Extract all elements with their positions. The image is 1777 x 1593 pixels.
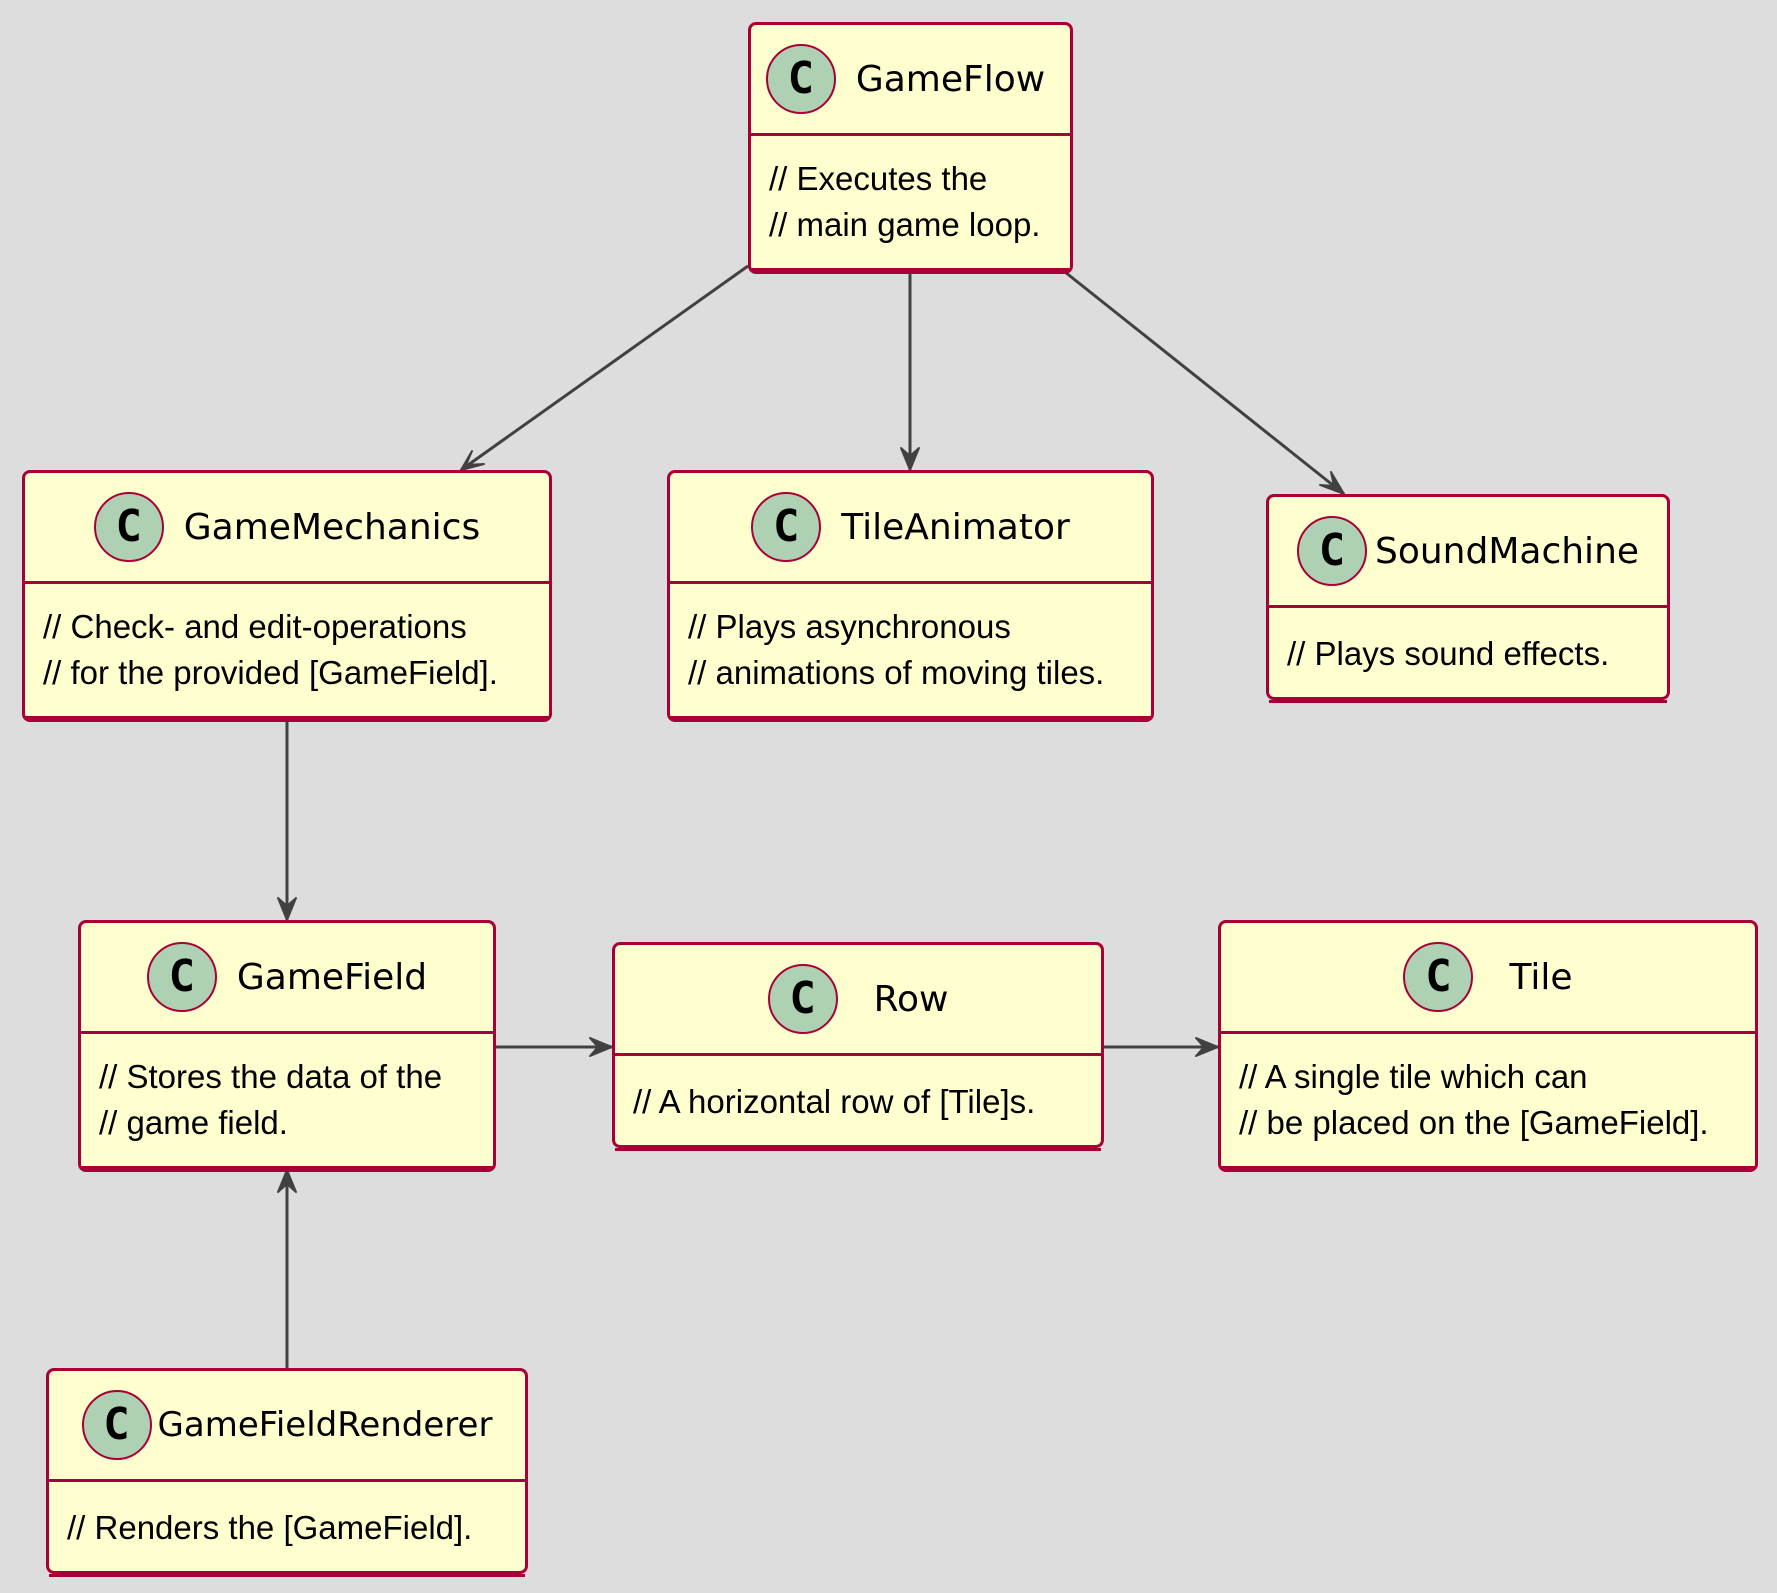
class-description: // Executes the // main game loop. <box>751 136 1070 271</box>
class-tileanimator[interactable]: C TileAnimator // Plays asynchronous // … <box>667 470 1154 722</box>
description-line: // Plays sound effects. <box>1287 635 1610 672</box>
class-name: GameMechanics <box>183 506 481 548</box>
class-row[interactable]: C Row // A horizontal row of [Tile]s. <box>612 942 1104 1151</box>
class-gamemechanics[interactable]: C GameMechanics // Check- and edit-opera… <box>22 470 552 722</box>
class-name: GameFieldRenderer <box>157 1405 493 1445</box>
class-icon: C <box>767 964 838 1034</box>
class-description: // Plays sound effects. <box>1269 608 1667 703</box>
class-icon: C <box>1296 516 1367 586</box>
relation-gameflow-gamemechanics <box>460 264 749 472</box>
description-line: // Renders the [GameField]. <box>67 1509 473 1546</box>
description-line: // Stores the data of the <box>99 1058 443 1095</box>
class-name: GameField <box>236 956 428 998</box>
description-line: // main game loop. <box>769 206 1041 243</box>
description-line: // be placed on the [GameField]. <box>1239 1104 1709 1141</box>
class-header: C Tile <box>1221 923 1755 1034</box>
class-header: C Row <box>615 945 1101 1056</box>
arrowhead-gamefield-top <box>277 897 297 921</box>
arrowhead-gamemechanics <box>460 450 485 471</box>
class-header: C GameFlow <box>751 25 1070 136</box>
class-name: Row <box>873 978 949 1020</box>
class-icon: C <box>765 44 836 114</box>
description-line: // A single tile which can <box>1239 1058 1588 1095</box>
arrowhead-row <box>589 1037 613 1057</box>
class-name: GameFlow <box>855 58 1046 100</box>
class-icon: C <box>1403 942 1474 1012</box>
description-line: // animations of moving tiles. <box>688 654 1105 691</box>
class-description: // A single tile which can // be placed … <box>1221 1034 1755 1169</box>
class-name: TileAnimator <box>841 506 1070 548</box>
arrowhead-soundmachine <box>1319 471 1345 495</box>
class-description: // Check- and edit-operations // for the… <box>25 584 549 719</box>
relation-gameflow-soundmachine <box>1064 270 1345 496</box>
description-line: // A horizontal row of [Tile]s. <box>633 1083 1036 1120</box>
class-gamefield[interactable]: C GameField // Stores the data of the //… <box>78 920 496 1172</box>
description-line: // game field. <box>99 1104 288 1141</box>
class-description: // A horizontal row of [Tile]s. <box>615 1056 1101 1151</box>
class-description: // Stores the data of the // game field. <box>81 1034 493 1169</box>
class-description: // Renders the [GameField]. <box>49 1482 525 1577</box>
class-icon: C <box>751 492 822 562</box>
class-tile[interactable]: C Tile // A single tile which can // be … <box>1218 920 1758 1172</box>
class-header: C GameFieldRenderer <box>49 1371 525 1482</box>
class-name: SoundMachine <box>1374 530 1640 572</box>
description-line: // Executes the <box>769 160 988 197</box>
class-soundmachine[interactable]: C SoundMachine // Plays sound effects. <box>1266 494 1670 703</box>
class-gamefieldrenderer[interactable]: C GameFieldRenderer // Renders the [Game… <box>46 1368 528 1577</box>
class-header: C TileAnimator <box>670 473 1151 584</box>
class-header: C GameMechanics <box>25 473 549 584</box>
class-name: Tile <box>1509 956 1573 998</box>
description-line: // Plays asynchronous <box>688 608 1011 645</box>
arrowhead-gamefield-bottom <box>277 1169 297 1193</box>
description-line: // for the provided [GameField]. <box>43 654 498 691</box>
class-gameflow[interactable]: C GameFlow // Executes the // main game … <box>748 22 1073 274</box>
class-description: // Plays asynchronous // animations of m… <box>670 584 1151 719</box>
class-header: C GameField <box>81 923 493 1034</box>
class-icon: C <box>146 942 217 1012</box>
class-header: C SoundMachine <box>1269 497 1667 608</box>
arrowhead-tile <box>1195 1037 1219 1057</box>
arrowhead-tileanimator <box>900 447 920 471</box>
description-line: // Check- and edit-operations <box>43 608 467 645</box>
class-icon: C <box>93 492 164 562</box>
class-icon: C <box>81 1390 152 1460</box>
